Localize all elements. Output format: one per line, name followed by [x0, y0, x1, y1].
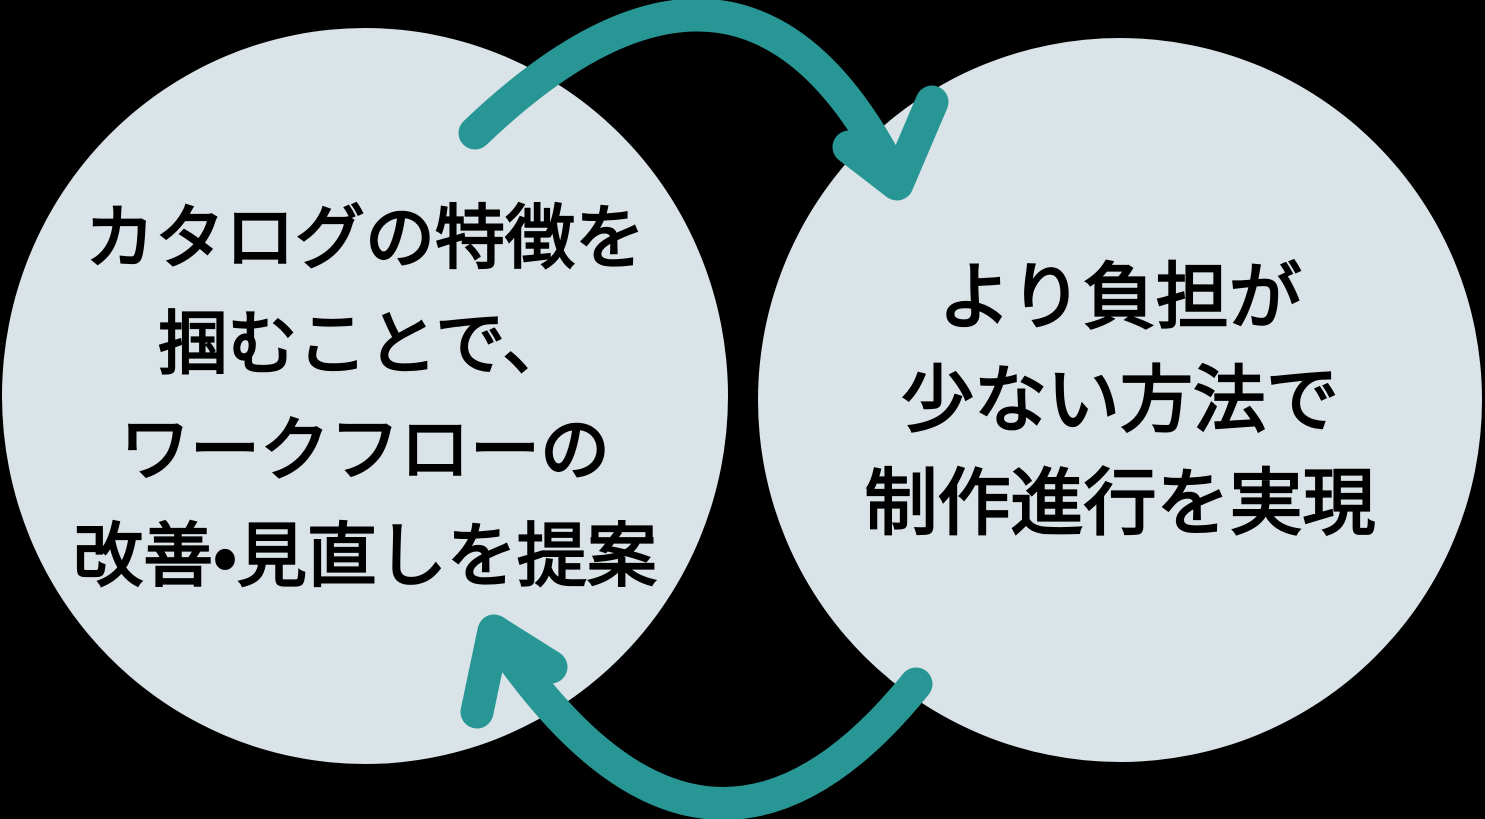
left-circle-text-line-1: カタログの特徴を: [85, 198, 645, 277]
top-arrow-shaft: [458, 0, 913, 198]
right-circle-text-line-2: 少ない方法で: [901, 359, 1339, 441]
bottom-arrow-shaft: [480, 619, 933, 819]
left-circle-text-line-4: 改善・見直しを提案: [73, 516, 657, 595]
left-circle-text-line-2: 掴むことで、: [157, 304, 573, 383]
left-circle-shape: [2, 28, 728, 764]
right-circle-shape: [758, 38, 1482, 762]
right-circle-text: より負担が 少ない方法で 制作進行を実現: [758, 38, 1482, 762]
bottom-cycle-arrow-icon: [460, 614, 933, 819]
top-cycle-arrow-icon: [458, 0, 949, 201]
left-circle-text: カタログの特徴を 掴むことで、 ワークフローの 改善・見直しを提案: [2, 28, 728, 765]
bottom-arrowhead: [460, 614, 568, 729]
right-circle-text-line-1: より負担が: [938, 256, 1302, 338]
left-circle-text-line-3: ワークフローの: [120, 410, 610, 489]
top-arrowhead: [832, 85, 949, 201]
right-circle-text-line-3: 制作進行を実現: [864, 462, 1376, 544]
